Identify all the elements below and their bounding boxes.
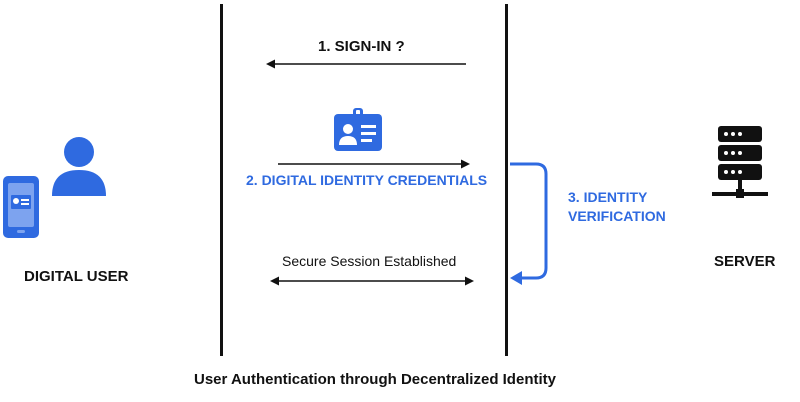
sign-in-step-label: 1. SIGN-IN ?: [318, 38, 405, 55]
credentials-step-label: 2. DIGITAL IDENTITY CREDENTIALS: [246, 172, 488, 188]
left-divider-line: [220, 4, 223, 356]
right-divider-line: [505, 4, 508, 356]
verification-step-label-line1: 3. IDENTITY: [568, 189, 648, 205]
server-label: SERVER: [714, 253, 776, 270]
credentials-arrow: [278, 159, 470, 169]
digital-user-label: DIGITAL USER: [24, 268, 129, 285]
mobile-phone-icon: [3, 176, 39, 238]
diagram-caption: User Authentication through Decentralize…: [194, 371, 556, 388]
verification-loop-arrow: [510, 162, 548, 285]
secure-session-label: Secure Session Established: [282, 253, 457, 269]
verification-step-label-line2: VERIFICATION: [568, 208, 666, 224]
secure-session-arrow: [270, 276, 474, 286]
server-rack-icon: [712, 126, 768, 198]
person-icon: [52, 137, 106, 196]
sign-in-arrow: [266, 59, 466, 69]
id-badge-icon: [334, 108, 382, 151]
